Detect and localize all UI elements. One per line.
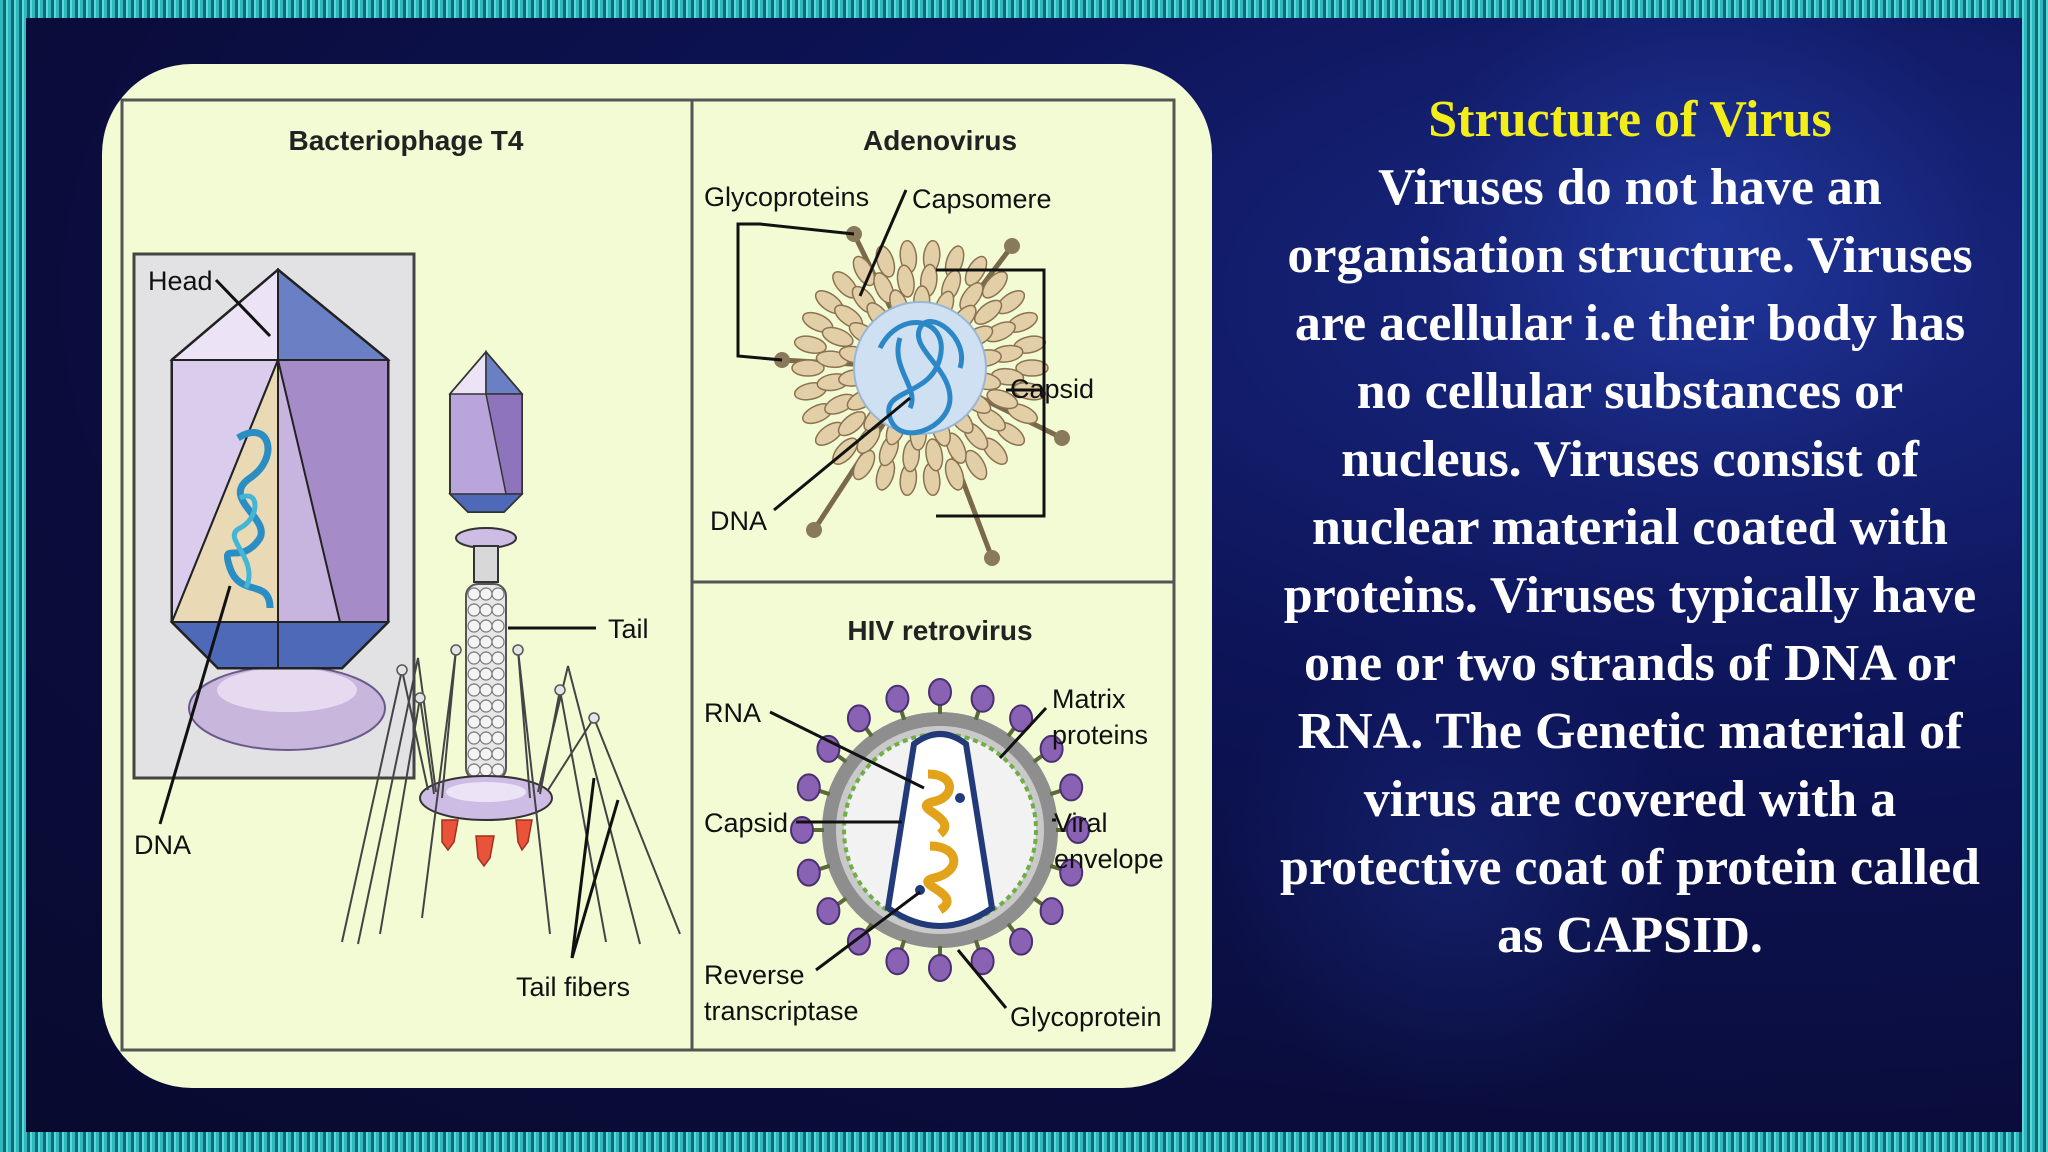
adenovirus-title: Adenovirus bbox=[863, 125, 1017, 156]
glycoprotein-knob bbox=[1009, 704, 1034, 733]
hiv-retrovirus-figure: HIV retrovirus RNA Matrix proteins Capsi… bbox=[704, 615, 1164, 1032]
virus-structure-diagram: Bacteriophage T4 Head DNA bbox=[120, 98, 1176, 1052]
glycoprotein-knob bbox=[1039, 734, 1064, 763]
glycoprotein-knob bbox=[970, 684, 995, 713]
capsomere-unit bbox=[791, 359, 825, 377]
dna-coil bbox=[223, 429, 274, 609]
matrix-label-1: Matrix bbox=[1052, 684, 1126, 714]
capsomere-unit bbox=[944, 458, 965, 491]
capsomere-unit bbox=[896, 264, 915, 298]
glycoprotein-knob bbox=[1059, 773, 1084, 802]
capsomere-unit bbox=[793, 335, 827, 354]
collar-disc-top bbox=[217, 668, 357, 712]
capsomere-unit bbox=[964, 449, 988, 481]
capsomere-unit bbox=[821, 326, 854, 348]
head-label: Head bbox=[148, 266, 213, 296]
adenovirus-dna-label: DNA bbox=[710, 506, 767, 536]
capsomere-label: Capsomere bbox=[912, 184, 1052, 214]
capsomere-unit bbox=[852, 449, 876, 481]
diagram-frame bbox=[120, 98, 1176, 1052]
rna-label: RNA bbox=[704, 698, 761, 728]
adenovirus-dna bbox=[877, 319, 965, 436]
capsomere-unit bbox=[981, 271, 1008, 299]
phage-neck bbox=[473, 545, 499, 583]
capsomere-unit bbox=[925, 438, 944, 472]
capsomere-unit bbox=[837, 411, 867, 437]
glycoprotein-knob bbox=[1066, 816, 1090, 844]
glycoprotein-knob bbox=[1039, 897, 1064, 926]
bacteriophage-t4-figure: Bacteriophage T4 Head DNA bbox=[132, 125, 681, 1002]
glycoprotein-knob bbox=[885, 684, 910, 713]
glycoproteins-label: Glycoproteins bbox=[704, 182, 869, 212]
t4-title: Bacteriophage T4 bbox=[289, 125, 524, 156]
reverse-transcriptase-label-2: transcriptase bbox=[704, 996, 859, 1026]
capsomere-unit bbox=[1015, 359, 1049, 377]
glycoprotein-knob bbox=[796, 773, 821, 802]
tail-sheath bbox=[465, 583, 507, 781]
slide-body-text: Viruses do not have an organisation stru… bbox=[1280, 159, 1980, 964]
background-virus-shape bbox=[1206, 638, 1706, 1098]
hiv-rna bbox=[921, 769, 954, 838]
reverse-transcriptase-label-1: Reverse bbox=[704, 960, 805, 990]
background-virus-shape bbox=[1406, 18, 2006, 478]
glycoprotein-knob bbox=[928, 678, 952, 706]
capsomere-unit bbox=[973, 299, 1003, 325]
glycoprotein-knob bbox=[846, 704, 871, 733]
glycoprotein-knob bbox=[970, 947, 995, 976]
glycoprotein-knob bbox=[816, 897, 841, 926]
glycoprotein-knob bbox=[1009, 927, 1034, 956]
head-cutaway bbox=[170, 359, 279, 623]
glycoprotein-knob bbox=[928, 954, 952, 982]
slide-title: Structure of Virus bbox=[1428, 91, 1832, 148]
hiv-capsid-label: Capsid bbox=[704, 808, 788, 838]
t4-dna-label: DNA bbox=[134, 830, 191, 860]
matrix-label-2: proteins bbox=[1052, 720, 1148, 750]
capsomere-unit bbox=[986, 388, 1019, 410]
glycoprotein-knobs bbox=[790, 678, 1090, 982]
tail-pins bbox=[441, 819, 533, 868]
glycoprotein-knob bbox=[796, 858, 821, 887]
viral-envelope-label-2: envelope bbox=[1054, 844, 1164, 874]
glycoprotein-knob bbox=[1059, 858, 1084, 887]
tail-fibers-label: Tail fibers bbox=[516, 972, 630, 1002]
glycoprotein-knob bbox=[885, 947, 910, 976]
hiv-title: HIV retrovirus bbox=[847, 615, 1032, 646]
tail-label: Tail bbox=[608, 614, 649, 644]
slide-text: Structure of Virus Viruses do not have a… bbox=[1270, 86, 1990, 970]
adenovirus-figure: Adenovirus Glycoproteins Capsomere Capsi… bbox=[704, 125, 1094, 566]
viral-envelope-label-1: Viral bbox=[1054, 808, 1108, 838]
glycoprotein-label: Glycoprotein bbox=[1010, 1002, 1162, 1032]
